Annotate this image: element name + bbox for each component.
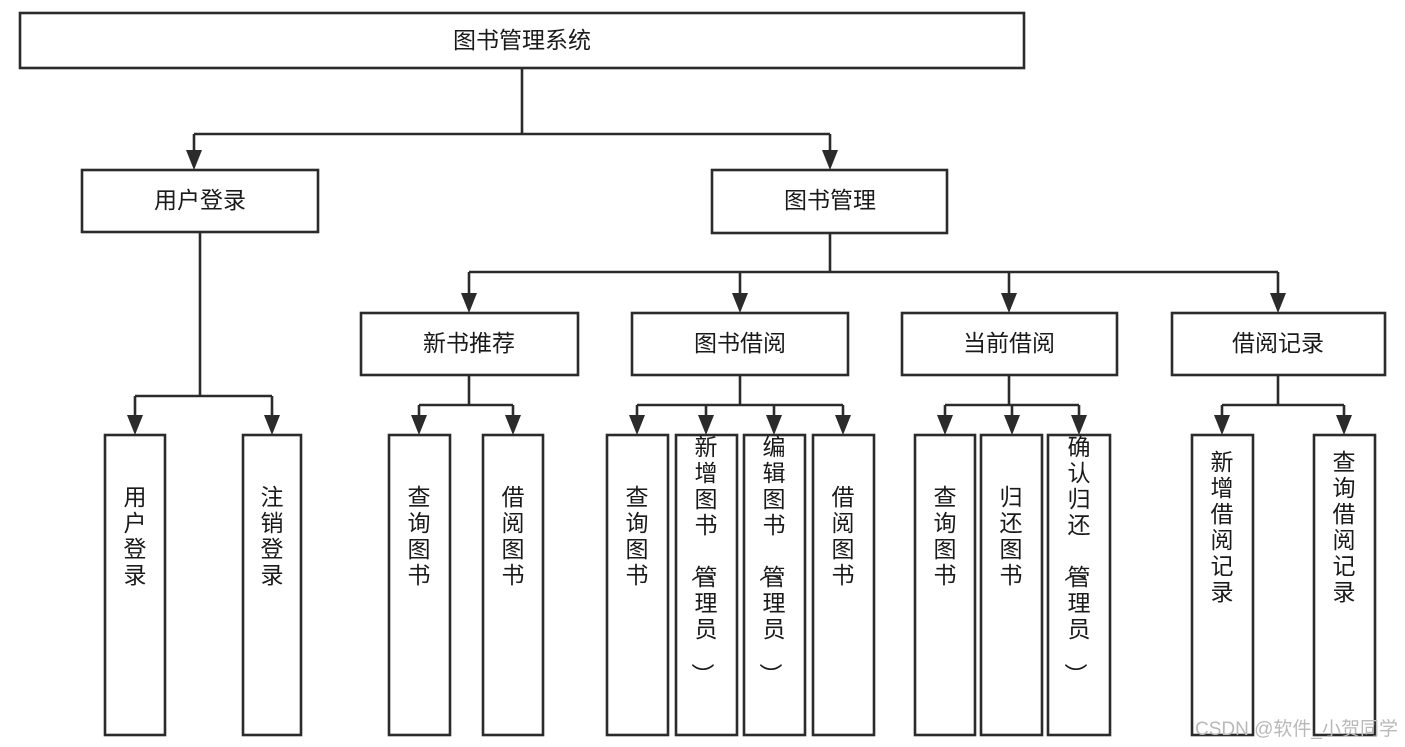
node-root-library-system[interactable]: 图书管理系统 <box>18 11 1026 70</box>
arrow-head-book-borrow <box>732 293 748 313</box>
connector-group-current-borrow-to-leaves <box>937 375 1087 435</box>
leaf-node-logout[interactable]: 注销登录 <box>241 433 303 737</box>
arrow-head-book-management <box>822 150 838 170</box>
node-user-login-label: 用户登录 <box>154 187 246 213</box>
leaf-node-confirm-return-admin-label: 确认归还（管理员） <box>1063 434 1091 686</box>
leaf-node-query-book-current[interactable]: 查询图书 <box>913 433 977 737</box>
leaf-node-edit-book-admin-box[interactable] <box>742 433 807 737</box>
leaf-node-query-book-borrowing-box[interactable] <box>605 433 670 737</box>
arrow-head-leaf-query-book-3 <box>937 415 953 435</box>
node-new-book-recommendation-box[interactable] <box>359 311 580 377</box>
node-current-borrowing[interactable]: 当前借阅 <box>900 311 1119 377</box>
arrow-head-current-borrow <box>1001 293 1017 313</box>
leaf-node-query-book-current-box[interactable] <box>913 433 977 737</box>
node-root-box[interactable] <box>18 11 1026 70</box>
node-book-borrowing[interactable]: 图书借阅 <box>630 311 850 377</box>
arrow-head-user-login <box>186 150 202 170</box>
connector-group-root-to-level1 <box>186 68 838 170</box>
leaf-node-borrow-book-newbook-box[interactable] <box>481 433 545 737</box>
node-borrowing-record[interactable]: 借阅记录 <box>1170 311 1387 377</box>
arrow-head-leaf-query-record <box>1336 415 1352 435</box>
node-current-borrowing-label: 当前借阅 <box>963 330 1055 356</box>
arrow-head-leaf-confirm-return <box>1071 415 1087 435</box>
leaf-node-user-login-box[interactable] <box>103 433 167 737</box>
leaf-node-return-book-label: 归还图书 <box>1000 484 1023 588</box>
leaf-node-user-login[interactable]: 用户登录 <box>103 433 167 737</box>
arrow-head-leaf-user-login <box>127 415 143 435</box>
node-user-login[interactable]: 用户登录 <box>80 168 320 234</box>
connector-group-user-login-to-leaves <box>127 232 280 435</box>
leaf-node-return-book[interactable]: 归还图书 <box>979 433 1044 737</box>
leaf-node-borrow-book-newbook-label: 借阅图书 <box>502 484 525 588</box>
node-new-book-recommendation-label: 新书推荐 <box>423 330 515 356</box>
arrow-head-leaf-query-book-2 <box>629 415 645 435</box>
leaf-node-add-book-admin-box[interactable] <box>674 433 739 737</box>
arrow-head-leaf-borrow-book-1 <box>505 415 521 435</box>
leaf-node-borrow-book-borrowing-box[interactable] <box>811 433 876 737</box>
leaf-node-return-book-box[interactable] <box>979 433 1044 737</box>
leaf-node-query-book-newbook-box[interactable] <box>387 433 452 737</box>
node-root-label: 图书管理系统 <box>453 27 591 53</box>
arrow-head-leaf-edit-book <box>766 415 782 435</box>
node-user-login-box[interactable] <box>80 168 320 234</box>
leaf-node-query-borrow-record-box[interactable] <box>1312 433 1377 737</box>
arrow-head-leaf-add-book <box>698 415 714 435</box>
leaf-node-add-borrow-record-label: 新增借阅记录 <box>1211 449 1234 605</box>
leaf-node-query-book-borrowing[interactable]: 查询图书 <box>605 433 670 737</box>
leaf-node-logout-label: 注销登录 <box>261 484 284 588</box>
leaf-node-add-book-admin[interactable]: 新增图书（管理员） <box>674 433 739 737</box>
arrow-head-leaf-logout <box>264 415 280 435</box>
leaf-node-query-book-borrowing-label: 查询图书 <box>626 484 649 588</box>
node-borrowing-record-label: 借阅记录 <box>1232 330 1324 356</box>
node-borrowing-record-box[interactable] <box>1170 311 1387 377</box>
arrow-head-leaf-add-record <box>1214 415 1230 435</box>
node-book-borrowing-label: 图书借阅 <box>694 330 786 356</box>
leaf-node-borrow-book-newbook[interactable]: 借阅图书 <box>481 433 545 737</box>
arrow-head-borrow-record <box>1270 293 1286 313</box>
arrow-head-new-book-rec <box>461 293 477 313</box>
node-book-management-box[interactable] <box>710 168 949 235</box>
leaf-node-query-borrow-record[interactable]: 查询借阅记录 <box>1312 433 1377 737</box>
leaf-node-query-book-newbook-label: 查询图书 <box>408 484 431 588</box>
csdn-watermark: CSDN @软件_小贺同学 <box>1195 718 1398 740</box>
node-book-management-label: 图书管理 <box>784 187 876 213</box>
leaf-node-query-book-newbook[interactable]: 查询图书 <box>387 433 452 737</box>
connector-group-new-book-rec-to-leaves <box>411 375 521 435</box>
connector-group-book-borrow-to-leaves <box>629 375 851 435</box>
node-new-book-recommendation[interactable]: 新书推荐 <box>359 311 580 377</box>
leaf-node-borrow-book-borrowing[interactable]: 借阅图书 <box>811 433 876 737</box>
leaf-node-borrow-book-borrowing-label: 借阅图书 <box>832 484 855 588</box>
node-book-management[interactable]: 图书管理 <box>710 168 949 235</box>
leaf-node-edit-book-admin[interactable]: 编辑图书（管理员） <box>742 433 807 737</box>
leaf-node-add-borrow-record[interactable]: 新增借阅记录 <box>1190 433 1255 737</box>
leaf-node-edit-book-admin-label: 编辑图书（管理员） <box>758 434 786 686</box>
connector-group-borrow-record-to-leaves <box>1214 375 1352 435</box>
leaf-node-add-book-admin-label: 新增图书（管理员） <box>690 434 718 686</box>
node-current-borrowing-box[interactable] <box>900 311 1119 377</box>
leaf-node-user-login-label: 用户登录 <box>124 484 147 588</box>
leaf-node-logout-box[interactable] <box>241 433 303 737</box>
leaf-node-add-borrow-record-box[interactable] <box>1190 433 1255 737</box>
leaf-node-query-book-current-label: 查询图书 <box>934 484 957 588</box>
leaf-node-confirm-return-admin-box[interactable] <box>1046 433 1112 737</box>
arrow-head-leaf-query-book-1 <box>411 415 427 435</box>
connector-group-book-management-to-level2 <box>461 233 1286 313</box>
arrow-head-leaf-borrow-book-2 <box>835 415 851 435</box>
arrow-head-leaf-return-book <box>1004 415 1020 435</box>
leaf-node-confirm-return-admin[interactable]: 确认归还（管理员） <box>1046 433 1112 737</box>
leaf-node-query-borrow-record-label: 查询借阅记录 <box>1333 449 1356 605</box>
node-book-borrowing-box[interactable] <box>630 311 850 377</box>
